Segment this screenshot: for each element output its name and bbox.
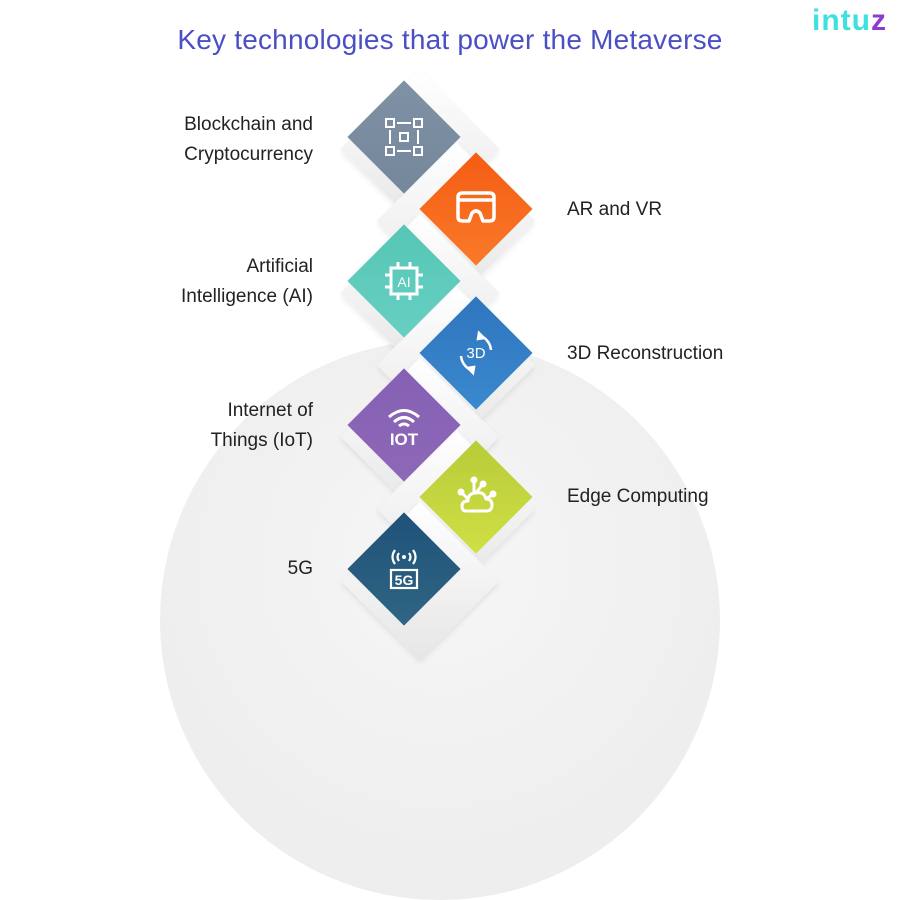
3d-rotate-icon: 3D — [446, 323, 506, 383]
page-title: Key technologies that power the Metavers… — [177, 24, 723, 55]
svg-text:IOT: IOT — [390, 430, 419, 448]
svg-text:3D: 3D — [466, 345, 485, 362]
vr-headset-icon — [446, 179, 506, 239]
label-ar-vr: AR and VR — [567, 199, 663, 220]
svg-text:AI: AI — [397, 274, 410, 290]
iot-wifi-icon: IOT — [374, 395, 434, 455]
5g-antenna-icon: 5G — [374, 539, 434, 599]
svg-text:5G: 5G — [395, 572, 414, 588]
edge-cloud-icon — [446, 467, 506, 527]
label-5g: 5G — [287, 558, 313, 579]
blockchain-network-icon — [374, 107, 434, 167]
label-edge-computing: Edge Computing — [567, 486, 709, 507]
ai-chip-icon: AI — [374, 251, 434, 311]
intuz-logo: intuz — [812, 4, 887, 37]
label-3d-reconstruction: 3D Reconstruction — [567, 343, 724, 364]
